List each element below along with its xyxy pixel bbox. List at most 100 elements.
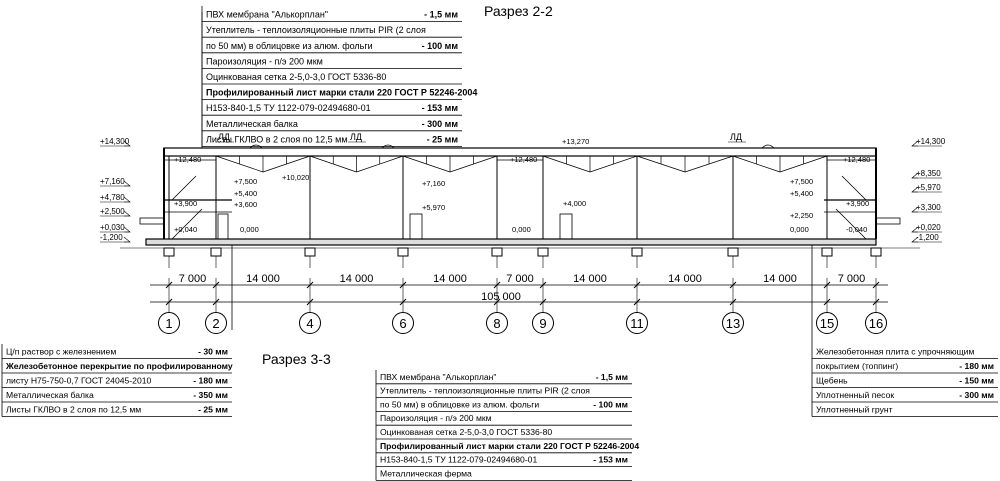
level-mark: +14,300 (100, 137, 131, 147)
spec-row-value: - 180 мм (193, 376, 228, 386)
level-mark: +0,030 (100, 223, 131, 233)
level-mark-label: +5,970 (916, 183, 941, 192)
axis-label: 8 (493, 316, 500, 331)
level-mark-label: -1,200 (100, 233, 123, 242)
spec-row-text: Н153-840-1,5 ТУ 1122-079-02494680-01 (380, 455, 537, 465)
spec-row-value: - 150 мм (959, 376, 994, 386)
spec-row-value: - 25 мм (198, 405, 228, 415)
roof-truss (732, 155, 828, 173)
dimension-label: 14 000 (340, 273, 374, 285)
axis-label: 13 (726, 316, 740, 331)
axis-label: 16 (869, 316, 883, 331)
level-mark: -1,200 (911, 233, 942, 243)
dimension-label: 7 000 (506, 273, 534, 285)
level-mark-inner: 0,000 (240, 225, 259, 234)
stair-left (171, 208, 203, 240)
level-mark-label: +0,020 (916, 223, 941, 232)
floor-spec-table-left: Ц/п раствор с железнением- 30 ммЖелезобе… (1, 344, 233, 417)
spec-row-text: Железобетонное перекрытие по профилирова… (5, 361, 233, 371)
spec-row-text: Уплотненный грунт (816, 405, 893, 415)
foundation-pad (397, 247, 409, 257)
level-mark-label: +7,160 (100, 177, 125, 186)
level-mark-inner: +3,900 (846, 199, 869, 208)
dimension-label: 14 000 (573, 273, 607, 285)
spec-row-value: - 1,5 мм (596, 372, 628, 382)
level-mark-label: +4,780 (100, 193, 125, 202)
level-mark-label: -1,200 (916, 233, 939, 242)
level-mark-inner: -0,040 (846, 225, 867, 234)
spec-row-value: - 180 мм (959, 361, 994, 371)
foundation-pad (491, 247, 503, 257)
level-mark: +3,300 (911, 203, 942, 213)
section-2-2-title: Разрез 2-2 (484, 3, 553, 19)
level-mark-inner: 0,000 (790, 225, 809, 234)
door-1 (409, 213, 423, 240)
spec-row-text: ПВХ мембрана "Алькорплан" (206, 10, 328, 20)
level-mark-inner: +12,480 (510, 155, 537, 164)
dimension-label: 14 000 (668, 273, 702, 285)
spec-row-text: Профилированный лист марки стали 220 ГОС… (206, 88, 477, 98)
section-3-3-title: Разрез 3-3 (262, 351, 331, 367)
foundation-pad (304, 247, 316, 257)
spec-row-text: Металлическая ферма (380, 468, 472, 478)
door-2 (559, 213, 573, 240)
foundation-pad (727, 247, 739, 257)
foundation-pad (163, 247, 175, 257)
level-mark: +4,780 (100, 193, 131, 203)
dimension-total: 105 000 (150, 291, 888, 303)
level-mark-inner: +7,500 (234, 177, 257, 186)
axis-bubble: 13 (722, 308, 744, 334)
roof-spec-table-top: ПВХ мембрана "Алькорплан"- 1,5 ммУтеплит… (201, 6, 477, 147)
stair-right-2 (841, 175, 867, 201)
roof-truss (636, 155, 734, 173)
dimension-label: 7 000 (838, 273, 866, 285)
level-mark: +5,970 (911, 183, 942, 193)
spec-row-text: Металлическая балка (6, 390, 94, 400)
level-mark-inner: +7,160 (422, 179, 445, 188)
spec-row-value: - 350 мм (193, 390, 228, 400)
level-mark: +0,020 (911, 223, 942, 233)
level-mark: +2,500 (100, 207, 131, 217)
spec-row-text: листу Н75-750-0,7 ГОСТ 24045-2010 (6, 376, 151, 386)
axis-bubble: 6 (392, 308, 414, 334)
axis-bubble: 15 (816, 308, 838, 334)
spec-row-text: Пароизоляция - п/э 200 мкм (380, 413, 492, 423)
door-3 (217, 213, 229, 240)
level-mark-inner: +10,020 (282, 173, 309, 182)
spec-row-text: Утеплитель - теплоизоляционные плиты PIR… (380, 386, 590, 396)
spec-row-value: - 300 мм (422, 119, 459, 129)
axis-bubble: 4 (299, 308, 321, 334)
foundation-pad (870, 247, 882, 257)
spec-row-value: - 100 мм (593, 399, 628, 409)
spec-row-text: по 50 мм) в облицовке из алюм. фольги (206, 41, 373, 51)
spec-row-text: Уплотненный песок (816, 390, 894, 400)
level-mark-inner: +13,270 (562, 137, 589, 146)
roof-truss (215, 155, 311, 173)
foundation-pad (210, 247, 222, 257)
level-mark-inner: 0,000 (512, 225, 531, 234)
spec-row-text: Утеплитель - теплоизоляционные плиты PIR… (206, 25, 426, 35)
skylight-label: ЛД (218, 132, 230, 142)
level-mark-inner: +5,400 (234, 189, 257, 198)
level-marks-right: +14,300+8,350+5,970+3,300+0,020-1,200 (911, 137, 946, 243)
foundation-pad (821, 247, 833, 257)
level-mark-inner: +12,480 (843, 155, 870, 164)
axis-label: 1 (165, 316, 172, 331)
spec-row-text: покрытием (топпинг) (816, 361, 898, 371)
level-mark-label: +14,300 (100, 137, 130, 146)
axis-bubble: 16 (865, 308, 887, 334)
spec-row-text: Металлическая балка (206, 119, 298, 129)
spec-row-text: Оцинкованая сетка 2-5,0-3,0 ГОСТ 5336-80 (206, 72, 386, 82)
spec-row-value: - 100 мм (422, 41, 459, 51)
level-mark-label: +2,500 (100, 207, 125, 216)
spec-row-value: - 30 мм (198, 347, 228, 357)
skylight-label: ЛД (730, 132, 742, 142)
spec-row-text: ПВХ мембрана "Алькорплан" (380, 372, 496, 382)
skylight (761, 144, 775, 149)
floor-spec-table-right: Железобетонная плита с упрочняющимпокрыт… (811, 344, 998, 417)
level-mark-label: +0,030 (100, 223, 125, 232)
